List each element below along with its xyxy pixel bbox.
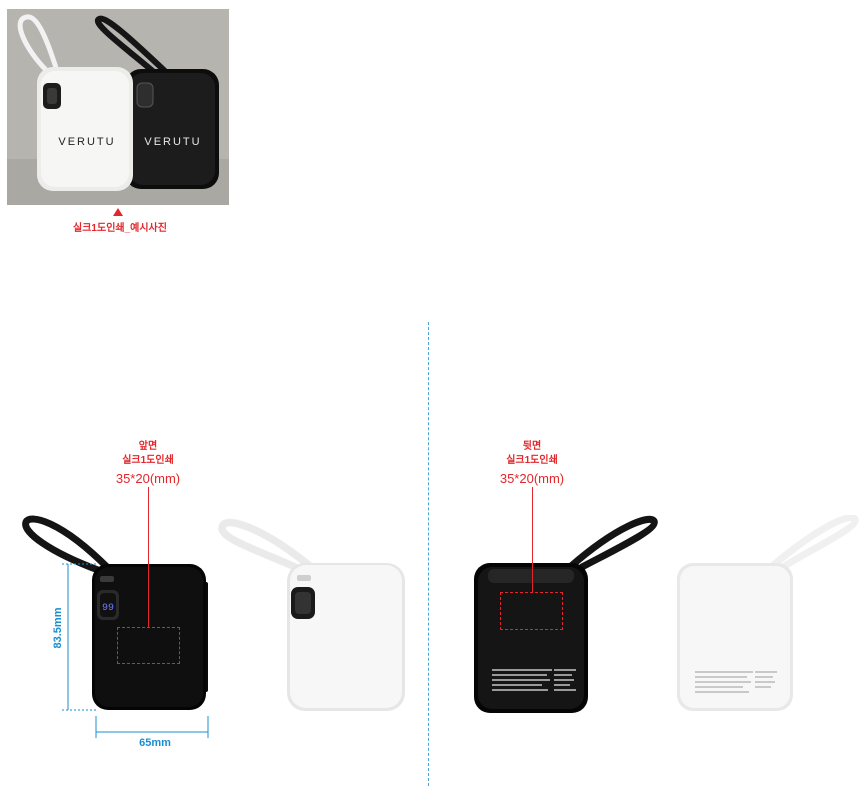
section-divider [428,322,429,786]
back-black-device [474,515,658,713]
front-print-area [117,627,180,664]
front-size-label: 35*20(mm) [115,471,181,486]
width-dimension-label: 65mm [139,737,171,749]
height-dimension-label: 83.5mm [52,607,64,649]
display-reading: 99 [102,603,114,614]
front-black-device: 99 [22,515,209,738]
front-label-group: 앞면 실크1도인쇄 35*20(mm) [98,440,198,488]
brand-text-black: VERUTU [144,136,201,148]
front-method-label: 실크1도인쇄 [122,455,174,466]
back-label-group: 뒷면 실크1도인쇄 35*20(mm) [482,440,582,488]
back-size-label: 35*20(mm) [499,471,565,486]
front-white-device [218,518,405,711]
sample-photo: VERUTU VERUTU [7,9,229,205]
front-side-label: 앞면 [138,441,158,452]
caption-arrow-icon [113,208,123,216]
sample-caption: 실크1도인쇄_예시사진 [73,223,167,234]
back-leader-line [532,487,533,592]
front-leader-line [148,487,149,627]
height-dimension: 83.5mm [40,600,78,660]
brand-text-white: VERUTU [58,136,115,148]
sample-photo-illustration: VERUTU VERUTU [7,9,229,205]
back-print-area [500,592,563,630]
back-white-device [677,515,859,711]
back-side-label: 뒷면 [522,441,542,452]
back-method-label: 실크1도인쇄 [506,455,558,466]
